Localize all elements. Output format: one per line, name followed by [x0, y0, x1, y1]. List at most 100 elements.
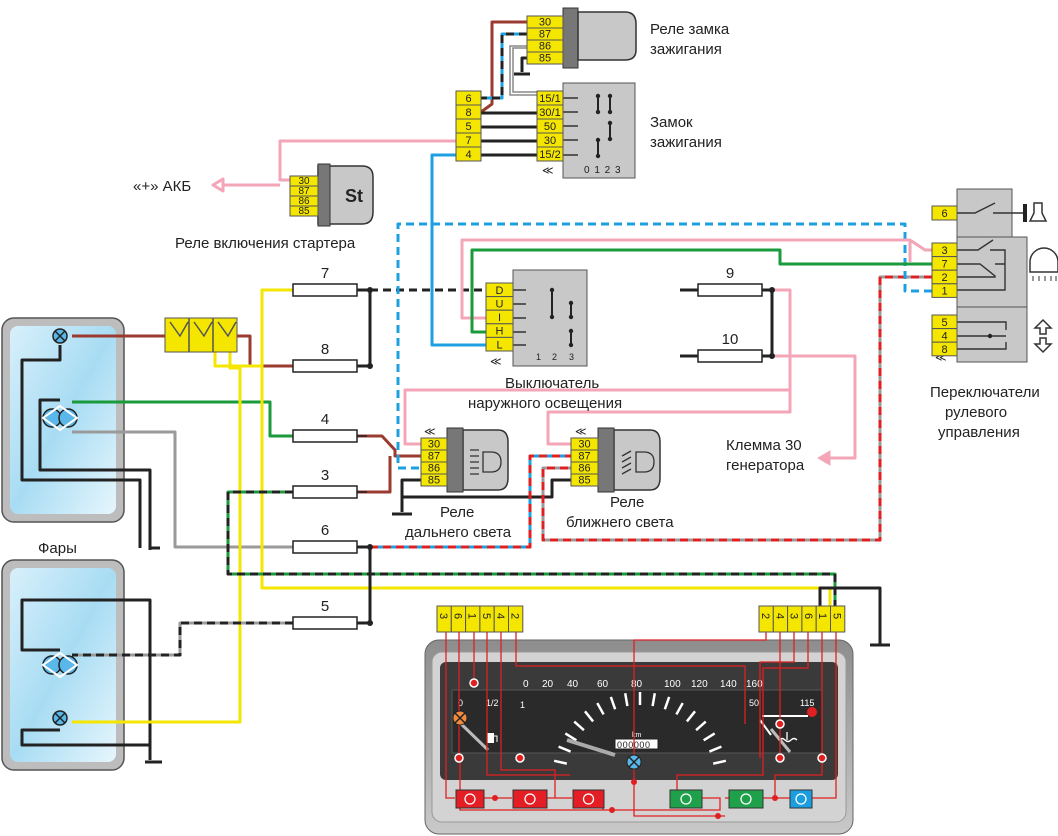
headlight-icon	[1029, 247, 1058, 281]
light-switch-label-1: Выключатель	[505, 375, 599, 392]
pin-label: 87	[428, 451, 440, 463]
akb-label: «+» АКБ	[133, 178, 191, 195]
fuel-tick-label: 0	[458, 698, 463, 708]
steering-label-1: Переключатели	[930, 384, 1040, 401]
speed-tick-label: 100	[664, 679, 681, 690]
ignition-relay	[562, 7, 637, 69]
ignition-positions: 0 1 2 3	[584, 165, 622, 176]
position-2: 2	[552, 352, 557, 362]
pin-label: 1	[816, 613, 828, 619]
pin-label: 5	[480, 613, 492, 619]
fuse-label: 5	[321, 598, 329, 615]
low-beam-relay-label-2: ближнего света	[566, 514, 674, 531]
pin-label: 3	[437, 613, 449, 619]
turn-up-down-icon	[1033, 318, 1053, 354]
pin-label: 15/2	[539, 149, 560, 161]
fuse-7: 7	[292, 265, 367, 297]
connector-arrow-icon: ≪	[575, 426, 587, 438]
pin-label: 30	[298, 176, 310, 187]
pin-label: 8	[941, 344, 947, 356]
connector-steering-horn: 6	[931, 205, 958, 221]
pin-cell	[508, 605, 524, 633]
connector-arrow-icon: ≪	[424, 426, 436, 438]
fuse-4: 4	[292, 411, 367, 443]
fuse-label: 4	[321, 411, 329, 428]
pin-label: 86	[539, 41, 551, 53]
speedometer-needle	[566, 738, 616, 757]
pin-label: I	[498, 312, 501, 324]
speed-tick	[663, 696, 671, 710]
light-switch: 1 2 3	[512, 269, 588, 367]
pin-label: 3	[788, 613, 800, 619]
lamp-icons	[41, 328, 79, 726]
fuse-block-connector	[164, 317, 238, 353]
generator-label-1: Клемма 30	[726, 437, 802, 454]
dual-lamp-icon	[41, 651, 79, 679]
temp-tick-label: 115	[800, 698, 814, 708]
pin-label: 4	[494, 613, 506, 619]
pin-label: 30	[428, 439, 440, 451]
connector-arrow-icon: ≪	[490, 356, 502, 368]
pin-label: 30	[578, 439, 590, 451]
pin-label: 5	[831, 613, 843, 619]
battery-charge-indicator-icon	[572, 789, 605, 809]
starter-relay-label: Реле включения стартера	[175, 235, 356, 252]
pin-label: 2	[941, 272, 947, 284]
pin-label: 30	[539, 17, 551, 29]
speed-tick	[685, 710, 696, 723]
fuse-label: 8	[321, 341, 329, 358]
fuse-label: 9	[726, 265, 734, 282]
pin-label: 6	[802, 613, 814, 619]
starter-symbol: St	[345, 186, 363, 206]
pin-label: L	[496, 339, 502, 351]
light-switch-label-2: наружного освещения	[468, 395, 622, 412]
speed-tick-label: 140	[720, 679, 737, 690]
pin-label: 85	[539, 53, 551, 65]
pin-cell	[485, 336, 514, 352]
speed-tick	[712, 759, 727, 765]
pin-label: 1	[466, 613, 478, 619]
connector-arrow-icon: ≪	[542, 165, 554, 177]
overheat-mark	[807, 707, 817, 717]
pin-cell	[289, 205, 319, 217]
pin-cell	[420, 473, 448, 487]
speed-tick	[564, 732, 578, 742]
fuel-pump-icon	[487, 733, 498, 743]
high-beam-indicator-icon	[789, 789, 813, 809]
headlights-label: Фары	[38, 540, 77, 557]
starter-relay	[317, 163, 374, 227]
steering-switches	[956, 188, 1058, 363]
pin-cell	[570, 473, 599, 487]
connector-steering-turn: 548	[931, 314, 958, 357]
pin-label: 7	[941, 258, 947, 270]
dual-lamp-icon	[41, 404, 79, 432]
coolant-icon	[778, 732, 798, 743]
speed-tick-label: 20	[542, 679, 554, 690]
position-1: 1	[536, 352, 541, 362]
pin-label: 4	[773, 613, 785, 619]
generator-label-2: генератора	[726, 457, 805, 474]
pin-cell	[536, 146, 564, 162]
turn-signals-indicator-icon	[669, 789, 703, 809]
pin-label: 50	[544, 121, 556, 133]
ignition-relay-label-1: Реле замка	[650, 21, 730, 38]
pin-label: 1	[941, 286, 947, 298]
connectors: 30878685308786856857415/130/1503015/2DUI…	[289, 15, 958, 633]
indicator-lamps	[455, 789, 813, 809]
pin-label: 87	[298, 186, 310, 197]
pin-label: 6	[451, 613, 463, 619]
pin-label: 2	[759, 613, 771, 619]
fuel-tick-label: 1/2	[486, 698, 499, 708]
pin-label: U	[496, 298, 504, 310]
speed-tick-label: 0	[523, 679, 529, 690]
pin-label: 87	[578, 451, 590, 463]
high-beam-relay-label-1: Реле	[440, 504, 474, 521]
speed-tick	[553, 759, 568, 765]
